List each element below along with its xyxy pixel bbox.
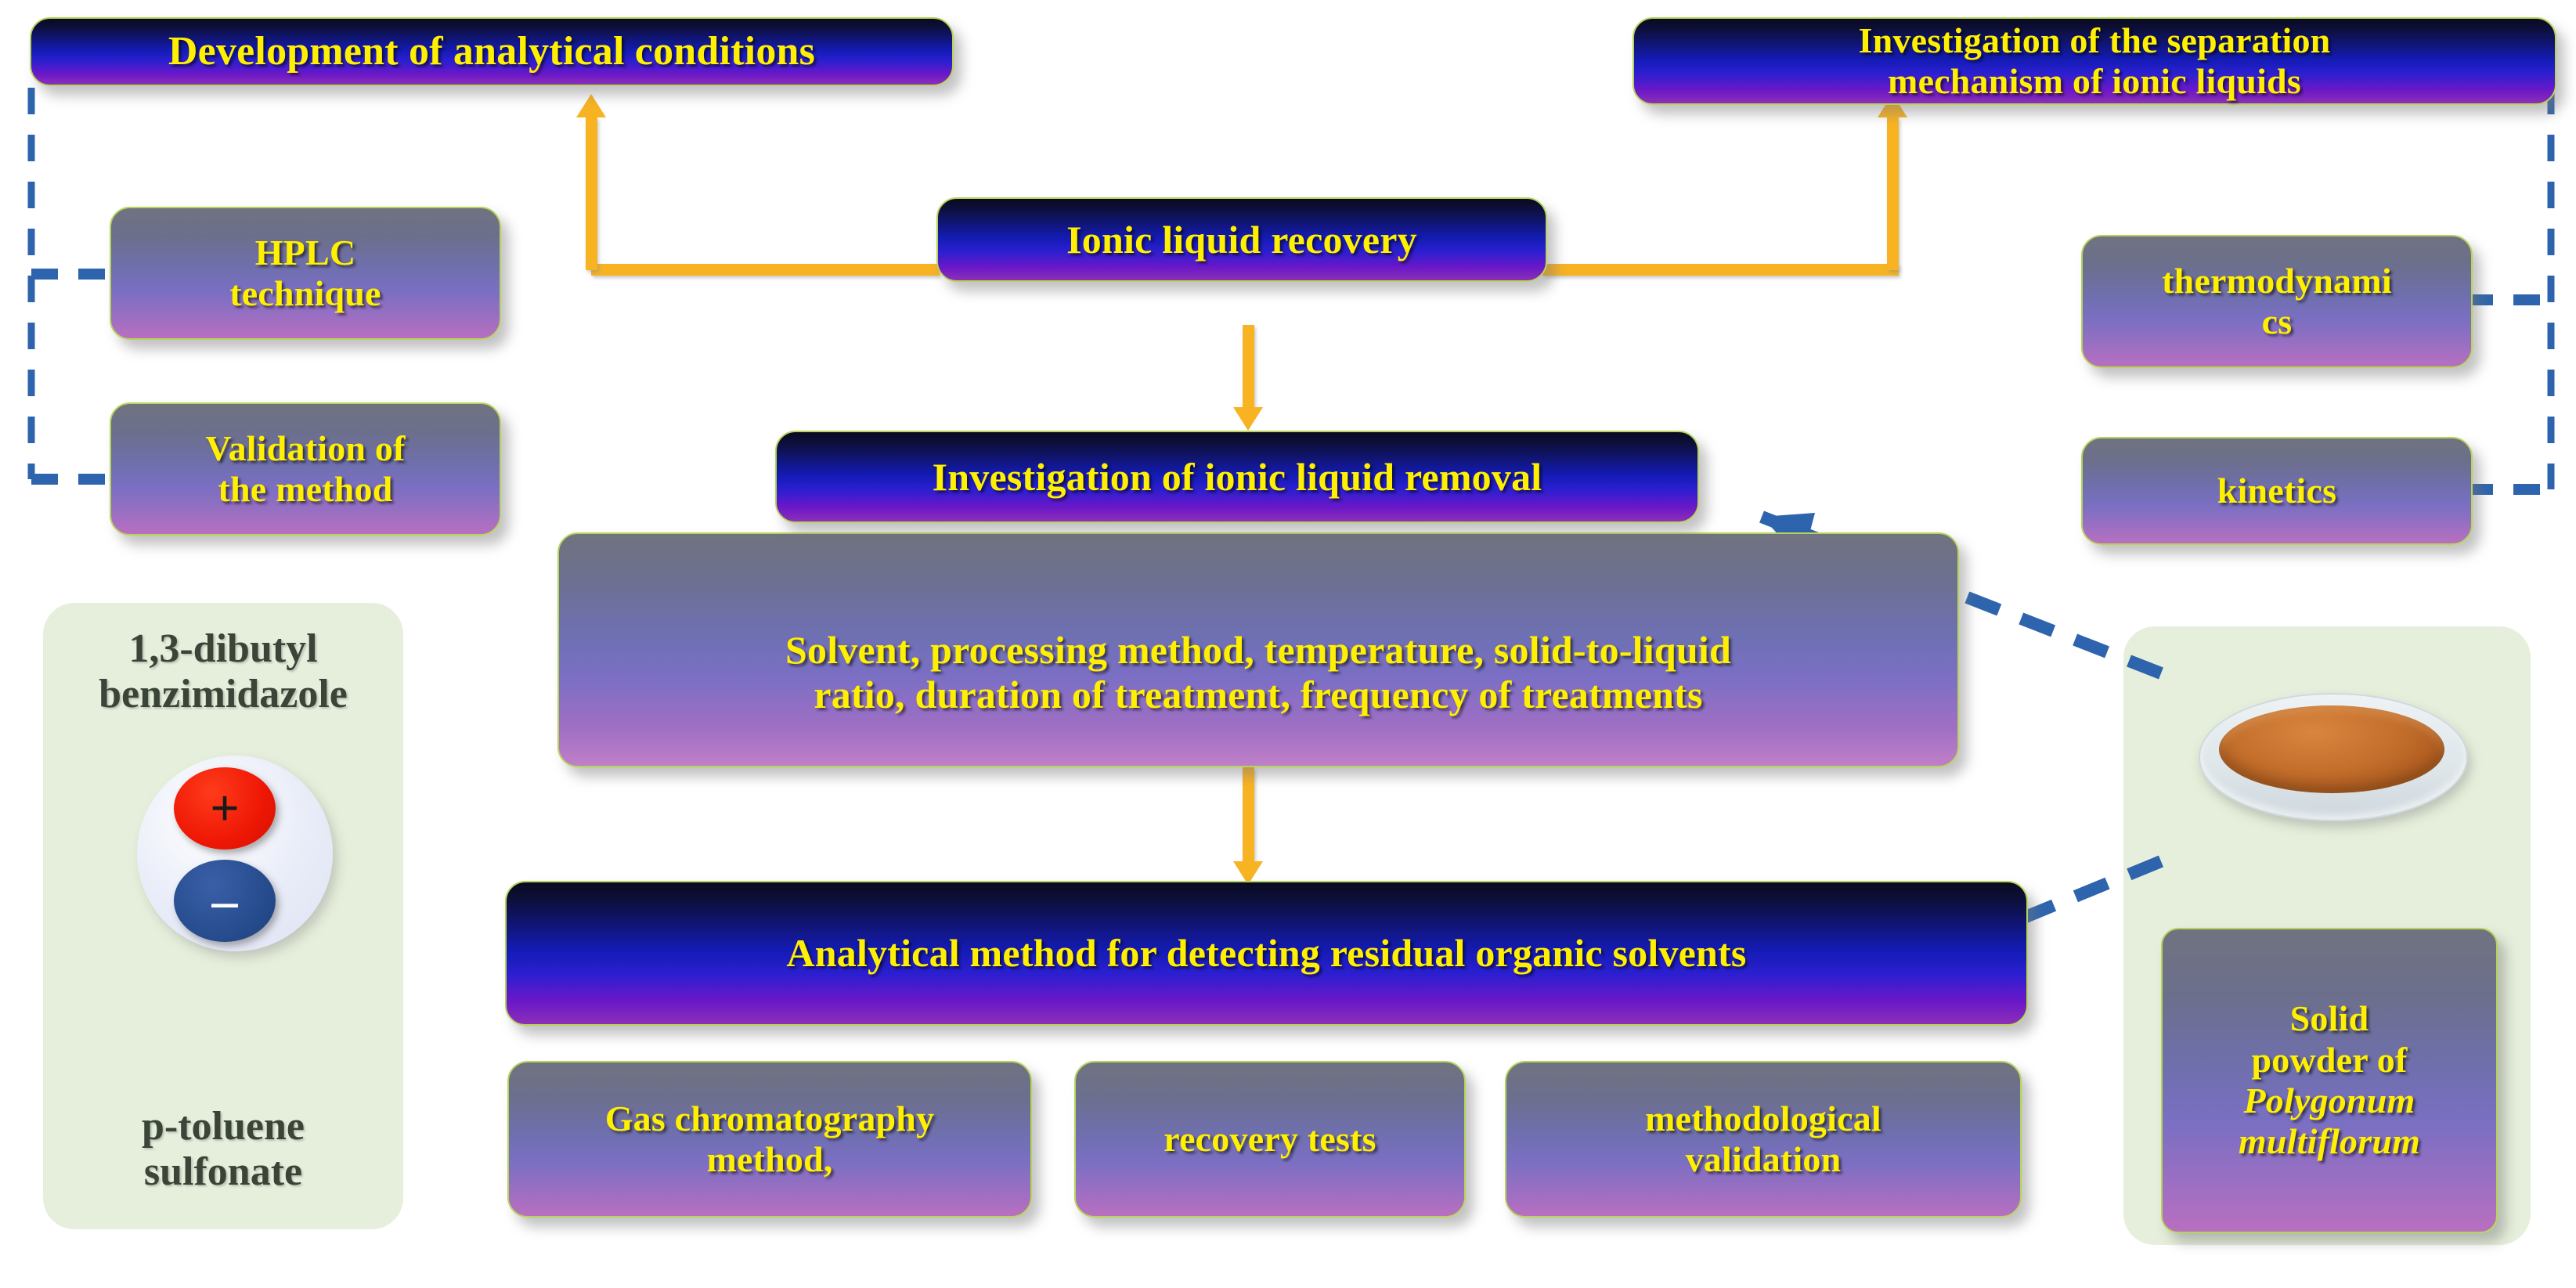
node-parameters-label-line1: Solvent, processing method, temperature,… — [785, 628, 1731, 672]
ionic-liquid-cation-label: 1,3-dibutyl benzimidazole — [47, 626, 399, 717]
node-gas-chromatography-method[interactable]: Gas chromatography method, — [507, 1061, 1032, 1218]
anion-label-line1: p-toluene — [142, 1104, 305, 1149]
node-analytical-method[interactable]: Analytical method for detecting residual… — [505, 881, 2028, 1026]
orange-line-center-top — [1243, 325, 1254, 411]
node-removal-parameters[interactable]: Solvent, processing method, temperature,… — [557, 532, 1959, 767]
node-development-label: Development of analytical conditions — [168, 29, 816, 74]
cation-label-line2: benzimidazole — [99, 672, 348, 717]
node-methodological-label-line2: validation — [1685, 1139, 1842, 1179]
node-analytical-method-label: Analytical method for detecting residual… — [786, 931, 1747, 975]
node-gas-chromatography-label-line2: method, — [706, 1139, 833, 1179]
anion-minus-icon: – — [174, 860, 276, 942]
ionic-liquid-anion-label: p-toluene sulfonate — [47, 1104, 399, 1195]
node-solid-powder-polygonum[interactable]: Solid powder of Polygonum multiflorum — [2161, 928, 2498, 1233]
node-separation-mechanism-label-line2: mechanism of ionic liquids — [1888, 61, 2301, 101]
node-kinetics-label: kinetics — [2217, 470, 2337, 511]
petri-dish-icon — [2199, 693, 2468, 821]
node-thermodynamics-label-line1: thermodynami — [2162, 260, 2392, 301]
node-parameters-label-line2: ratio, duration of treatment, frequency … — [814, 673, 1703, 716]
node-thermodynamics[interactable]: thermodynami cs — [2081, 235, 2473, 368]
node-gas-chromatography-label-line1: Gas chromatography — [604, 1098, 935, 1138]
node-il-removal-label: Investigation of ionic liquid removal — [932, 454, 1542, 499]
node-validation-label-line1: Validation of — [205, 428, 406, 468]
node-separation-mechanism[interactable]: Investigation of the separation mechanis… — [1633, 17, 2556, 105]
material-species-line1: Polygonum — [2243, 1081, 2415, 1120]
node-investigation-of-ionic-liquid-removal[interactable]: Investigation of ionic liquid removal — [775, 431, 1699, 523]
node-validation-of-the-method[interactable]: Validation of the method — [110, 402, 501, 536]
material-label-line1: Solid — [2289, 998, 2369, 1039]
orange-line-left-horizontal — [591, 264, 940, 276]
node-validation-label-line2: the method — [218, 469, 393, 509]
node-methodological-validation[interactable]: methodological validation — [1505, 1061, 2022, 1218]
node-ionic-liquid-recovery-label: Ionic liquid recovery — [1066, 217, 1417, 262]
orange-line-right-horizontal — [1542, 264, 1899, 276]
orange-arrow-up-left — [576, 94, 606, 117]
material-species-line2: multiflorum — [2238, 1121, 2421, 1162]
orange-line-left-riser — [586, 117, 597, 270]
node-development-of-analytical-conditions[interactable]: Development of analytical conditions — [30, 17, 954, 86]
orange-arrow-down-center-top — [1233, 407, 1263, 431]
node-ionic-liquid-recovery[interactable]: Ionic liquid recovery — [936, 197, 1547, 282]
anion-symbol: – — [211, 871, 238, 929]
material-label-line2: powder of — [2251, 1039, 2408, 1080]
node-hplc-label-line1: HPLC — [254, 232, 356, 272]
node-recovery-tests[interactable]: recovery tests — [1074, 1061, 1466, 1218]
node-hplc-label-line2: technique — [229, 273, 381, 313]
node-hplc-technique[interactable]: HPLC technique — [110, 207, 501, 340]
orange-line-right-riser — [1887, 117, 1899, 270]
anion-label-line2: sulfonate — [143, 1149, 303, 1195]
cation-symbol: + — [210, 779, 240, 837]
orange-line-center-bottom — [1243, 767, 1254, 869]
node-separation-mechanism-label-line1: Investigation of the separation — [1858, 20, 2331, 60]
node-thermodynamics-label-line2: cs — [2261, 301, 2293, 341]
cation-plus-icon: + — [174, 767, 276, 850]
node-kinetics[interactable]: kinetics — [2081, 437, 2473, 545]
node-recovery-tests-label: recovery tests — [1164, 1118, 1376, 1159]
cation-label-line1: 1,3-dibutyl — [128, 626, 318, 671]
petri-dish-powder — [2219, 705, 2444, 793]
node-methodological-label-line1: methodological — [1645, 1098, 1881, 1138]
